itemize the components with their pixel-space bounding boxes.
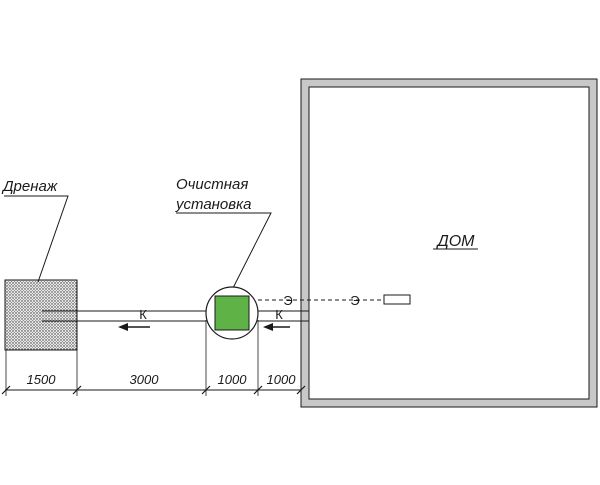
treatment-label-line2: установка	[175, 196, 252, 213]
arrow-left-icon	[263, 323, 290, 331]
sewer-mark-drain: К	[139, 307, 147, 322]
dimension-4: 1000	[267, 372, 297, 387]
sewer-pipe-drain	[78, 310, 206, 322]
arrow-left-icon	[118, 323, 150, 331]
house-label: ДОМ	[435, 233, 475, 250]
electric-mark-outside: Э	[283, 293, 292, 308]
dimension-3: 1000	[218, 372, 248, 387]
drainage-field	[4, 279, 78, 351]
treatment-unit	[205, 286, 259, 340]
drainage-leader	[4, 195, 69, 283]
sewer-mark-house: К	[275, 307, 283, 322]
dimension-line: 1500 3000 1000 1000	[1, 320, 306, 396]
electric-mark-inside: Э	[350, 293, 359, 308]
sewer-flow-house: К	[263, 307, 290, 331]
dimension-2: 3000	[130, 372, 160, 387]
treatment-label-line1: Очистная	[176, 176, 248, 193]
house-inner-wall	[308, 86, 590, 400]
drainage-label: Дренаж	[1, 178, 58, 195]
drainage-block	[4, 279, 78, 351]
electric-cable: Э Э	[258, 293, 411, 308]
electric-outlet-icon	[383, 294, 411, 305]
sewer-pipe-house	[258, 310, 309, 322]
treatment-unit-body	[214, 295, 250, 331]
house: ДОМ	[300, 78, 598, 408]
treatment-leader	[176, 212, 272, 291]
dimension-1: 1500	[27, 372, 57, 387]
sewer-flow-drain: К	[118, 307, 150, 331]
